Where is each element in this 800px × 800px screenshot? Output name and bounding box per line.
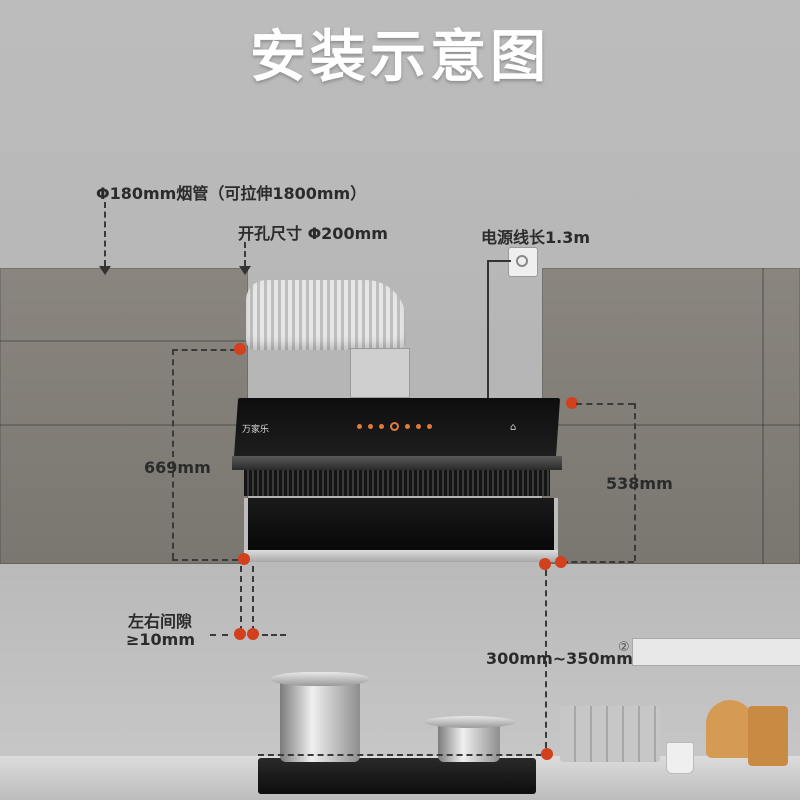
touch-button[interactable] (416, 423, 421, 429)
left-height-top-line (172, 349, 236, 351)
cutting-board (748, 706, 788, 766)
stock-pot-lid (270, 672, 370, 686)
power-button[interactable] (390, 421, 399, 431)
right-height-bottom-line (562, 561, 634, 563)
left-height-label: 669mm (144, 458, 211, 477)
sauce-pot-lid (424, 716, 516, 728)
gap-line-outer (240, 566, 242, 632)
touch-button[interactable] (357, 423, 362, 429)
note-mark: ② (618, 640, 630, 655)
page-title: 安装示意图 (250, 25, 550, 90)
wall-outlet-strip (632, 638, 800, 666)
hood-brand: 万家乐 (242, 425, 270, 435)
touch-button[interactable] (405, 423, 410, 429)
left-height-bottom-dot (238, 553, 250, 565)
stove-height-bottom-line (258, 754, 542, 756)
gap-label-line1: 左右间隙 (128, 612, 193, 631)
exhaust-duct (246, 280, 406, 350)
right-height-line (634, 403, 636, 561)
gap-label-line2: ≥10mm (126, 630, 196, 649)
right-cabinet (542, 268, 800, 564)
gap-arrow-right-line (262, 634, 286, 636)
pipe-arrow (99, 266, 111, 275)
pipe-dimension-line (104, 202, 106, 266)
left-height-top-dot (234, 343, 246, 355)
stove-height-bottom-dot (541, 748, 553, 760)
touch-button[interactable] (368, 423, 373, 429)
right-height-label: 538mm (606, 474, 673, 493)
duct-collar (350, 348, 410, 398)
right-height-top-line (576, 403, 634, 405)
left-height-line (172, 349, 174, 559)
cup (666, 742, 694, 774)
left-height-bottom-line (172, 559, 238, 561)
right-cabinet-divider (542, 424, 800, 426)
spice-jars (560, 706, 660, 762)
right-height-top-dot (566, 397, 578, 409)
hood-trim (232, 456, 562, 470)
gap-dot-left (234, 628, 246, 640)
socket-hole (516, 255, 528, 267)
power-cord-label: 电源线长1.3m (481, 228, 591, 247)
range-hood: 万家乐 ⌂ (232, 398, 562, 564)
hood-intake-grille (244, 470, 550, 496)
gas-stove (258, 758, 536, 794)
hood-touch-panel (357, 421, 437, 431)
hood-light-icon: ⌂ (510, 422, 517, 433)
stock-pot (280, 678, 360, 762)
hole-arrow (239, 266, 251, 275)
cabinet-door-seam (762, 268, 764, 564)
gap-arrow-left-line (210, 634, 228, 636)
power-cord (487, 260, 511, 402)
stove-height-top-dot (539, 558, 551, 570)
left-cabinet (0, 268, 248, 564)
cutting-board (706, 700, 754, 758)
touch-button[interactable] (379, 423, 384, 429)
pipe-spec-label: Φ180mm烟管（可拉伸1800mm） (96, 184, 367, 203)
left-cabinet-divider (0, 424, 248, 426)
right-height-bottom-dot (555, 556, 567, 568)
left-cabinet-divider (0, 340, 248, 342)
hole-size-label: 开孔尺寸 Φ200mm (238, 224, 388, 243)
gap-line-inner (252, 566, 254, 632)
hood-bottom-trim (244, 550, 558, 562)
hood-glass-panel (244, 498, 558, 550)
sauce-pot (438, 722, 500, 762)
hole-dimension-line (244, 242, 246, 266)
stove-height-line (545, 570, 547, 748)
touch-button[interactable] (427, 423, 432, 429)
gap-dot-right (247, 628, 259, 640)
stove-height-label: 300mm~350mm (486, 649, 633, 668)
